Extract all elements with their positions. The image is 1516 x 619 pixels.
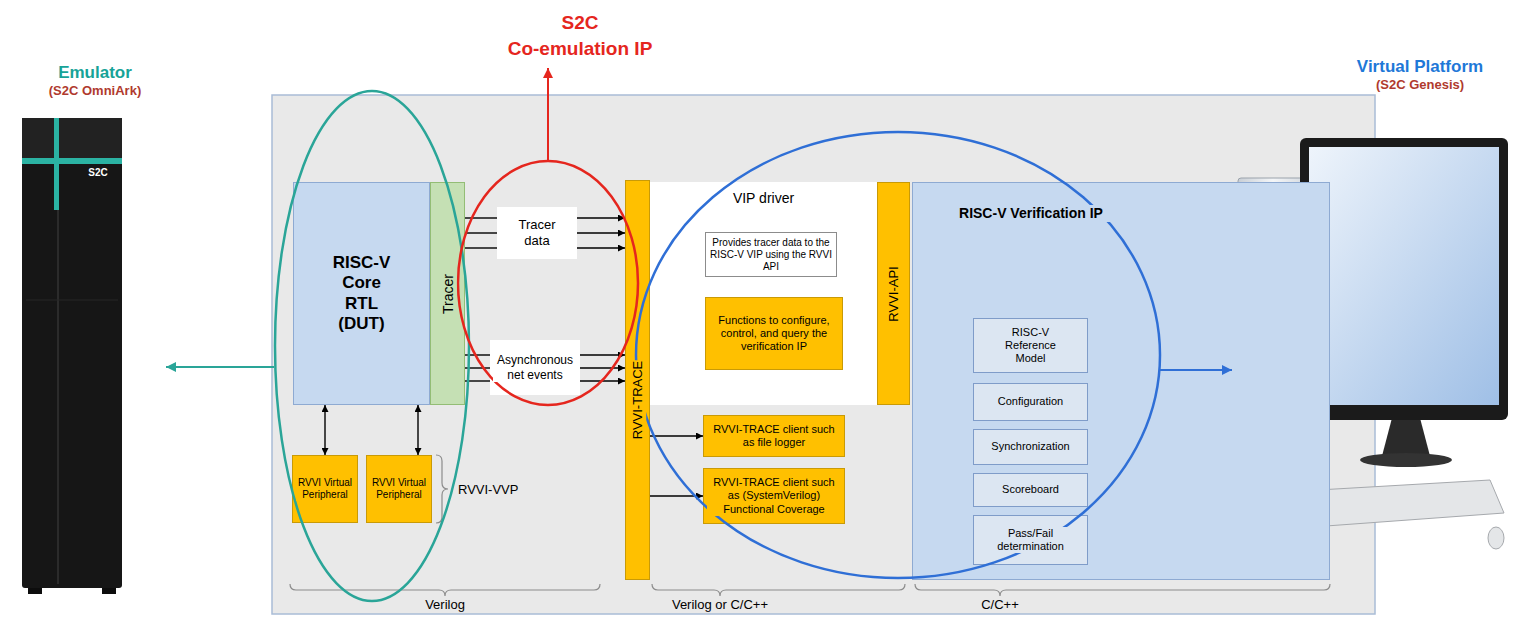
device-heading: Emulator(S2C OmniArk) — [15, 58, 175, 103]
leader-arrow — [547, 68, 549, 161]
component-box: Scoreboard — [973, 473, 1088, 507]
coemulation-scope-ellipse — [458, 161, 638, 405]
box-label: Scoreboard — [1002, 483, 1059, 496]
callout-title: S2C — [480, 12, 680, 35]
peripheral-box: RVVI Virtual Peripheral — [366, 455, 432, 523]
function-box: Functions to configure, control, and que… — [705, 297, 843, 370]
signal-box: Tracer data — [497, 207, 577, 259]
language-label: C/C++ — [950, 597, 1050, 613]
box-label: RISC-V Reference Model — [995, 326, 1067, 366]
brace — [652, 584, 905, 596]
connector-arrow — [577, 232, 625, 233]
device-heading: Virtual Platform(S2C Genesis) — [1330, 52, 1510, 97]
leader-arrow — [166, 366, 274, 368]
connector-arrow — [577, 217, 625, 218]
client-box: RVVI-TRACE client such as (SystemVerilog… — [703, 468, 845, 524]
box-label: Provides tracer data to the RISC-V VIP u… — [709, 237, 833, 273]
box-label: RVVI Virtual Peripheral — [296, 477, 354, 501]
connector-arrow — [465, 217, 497, 218]
vertical-label: RVVI-API — [886, 266, 902, 321]
vertical-label: RVVI-TRACE — [630, 361, 646, 440]
box-label: RVVI Virtual Peripheral — [370, 477, 428, 501]
connector-arrow — [465, 232, 497, 233]
interface-bar: RVVI-API — [877, 182, 910, 405]
connector-arrow — [580, 367, 625, 368]
leader-arrow — [1160, 369, 1232, 371]
box-label: (S2C Genesis) — [1376, 77, 1464, 93]
box-label: (S2C OmniArk) — [49, 83, 141, 99]
language-label: Verilog — [395, 597, 495, 613]
tracer-strip: Tracer — [430, 182, 465, 405]
emulator-scope-ellipse — [275, 91, 469, 601]
dut-block: RISC-V Core RTL (DUT) — [293, 182, 430, 405]
box-label: Emulator — [58, 63, 132, 83]
peripheral-box: RVVI Virtual Peripheral — [292, 455, 358, 523]
brace — [915, 584, 1330, 596]
brace — [290, 584, 600, 596]
box-label: RISC-V Verification IP — [921, 205, 1141, 222]
box-label: Synchronization — [991, 440, 1069, 453]
component-box: Synchronization — [973, 429, 1088, 465]
interface-bar: RVVI-TRACE — [625, 180, 650, 580]
box-label: Tracer data — [511, 217, 563, 248]
group-label: RVVI-VVP — [458, 482, 530, 498]
box-label: RVVI-TRACE client such as (SystemVerilog… — [707, 476, 841, 516]
verification-ip-box: RISC-V Verification IP RISC-V Reference M… — [912, 182, 1330, 580]
box-label: Configuration — [998, 395, 1063, 408]
box-label: Functions to configure, control, and que… — [709, 314, 839, 354]
emulator-cabinet — [22, 118, 122, 594]
connector-arrow — [465, 247, 497, 248]
component-box: RISC-V Reference Model — [973, 318, 1088, 373]
box-label: RISC-V Core RTL (DUT) — [329, 253, 395, 335]
box-label: VIP driver — [733, 190, 794, 207]
component-box: Configuration — [973, 383, 1088, 421]
connector-arrow — [650, 435, 703, 436]
box-label: Virtual Platform — [1357, 57, 1483, 77]
connector-arrow — [324, 405, 325, 455]
platform-scope-ellipse — [636, 132, 1160, 578]
note-box: Provides tracer data to the RISC-V VIP u… — [705, 232, 837, 277]
language-label: Verilog or C/C++ — [650, 597, 790, 613]
box-label: Asynchronous net events — [493, 353, 577, 382]
connector-arrow — [577, 247, 625, 248]
client-box: RVVI-TRACE client such as file logger — [703, 415, 845, 457]
connector-arrow — [417, 405, 418, 455]
box-label: Pass/Fail determination — [989, 527, 1073, 553]
callout-title: Co-emulation IP — [470, 38, 690, 61]
box-label: RVVI-TRACE client such as file logger — [707, 423, 841, 449]
vertical-label: Tracer — [439, 274, 456, 314]
connector-arrow — [580, 354, 625, 355]
brand-logo: S2C — [82, 167, 114, 179]
driver-panel: VIP driverProvides tracer data to the RI… — [650, 182, 877, 405]
signal-box: Asynchronous net events — [490, 340, 580, 395]
